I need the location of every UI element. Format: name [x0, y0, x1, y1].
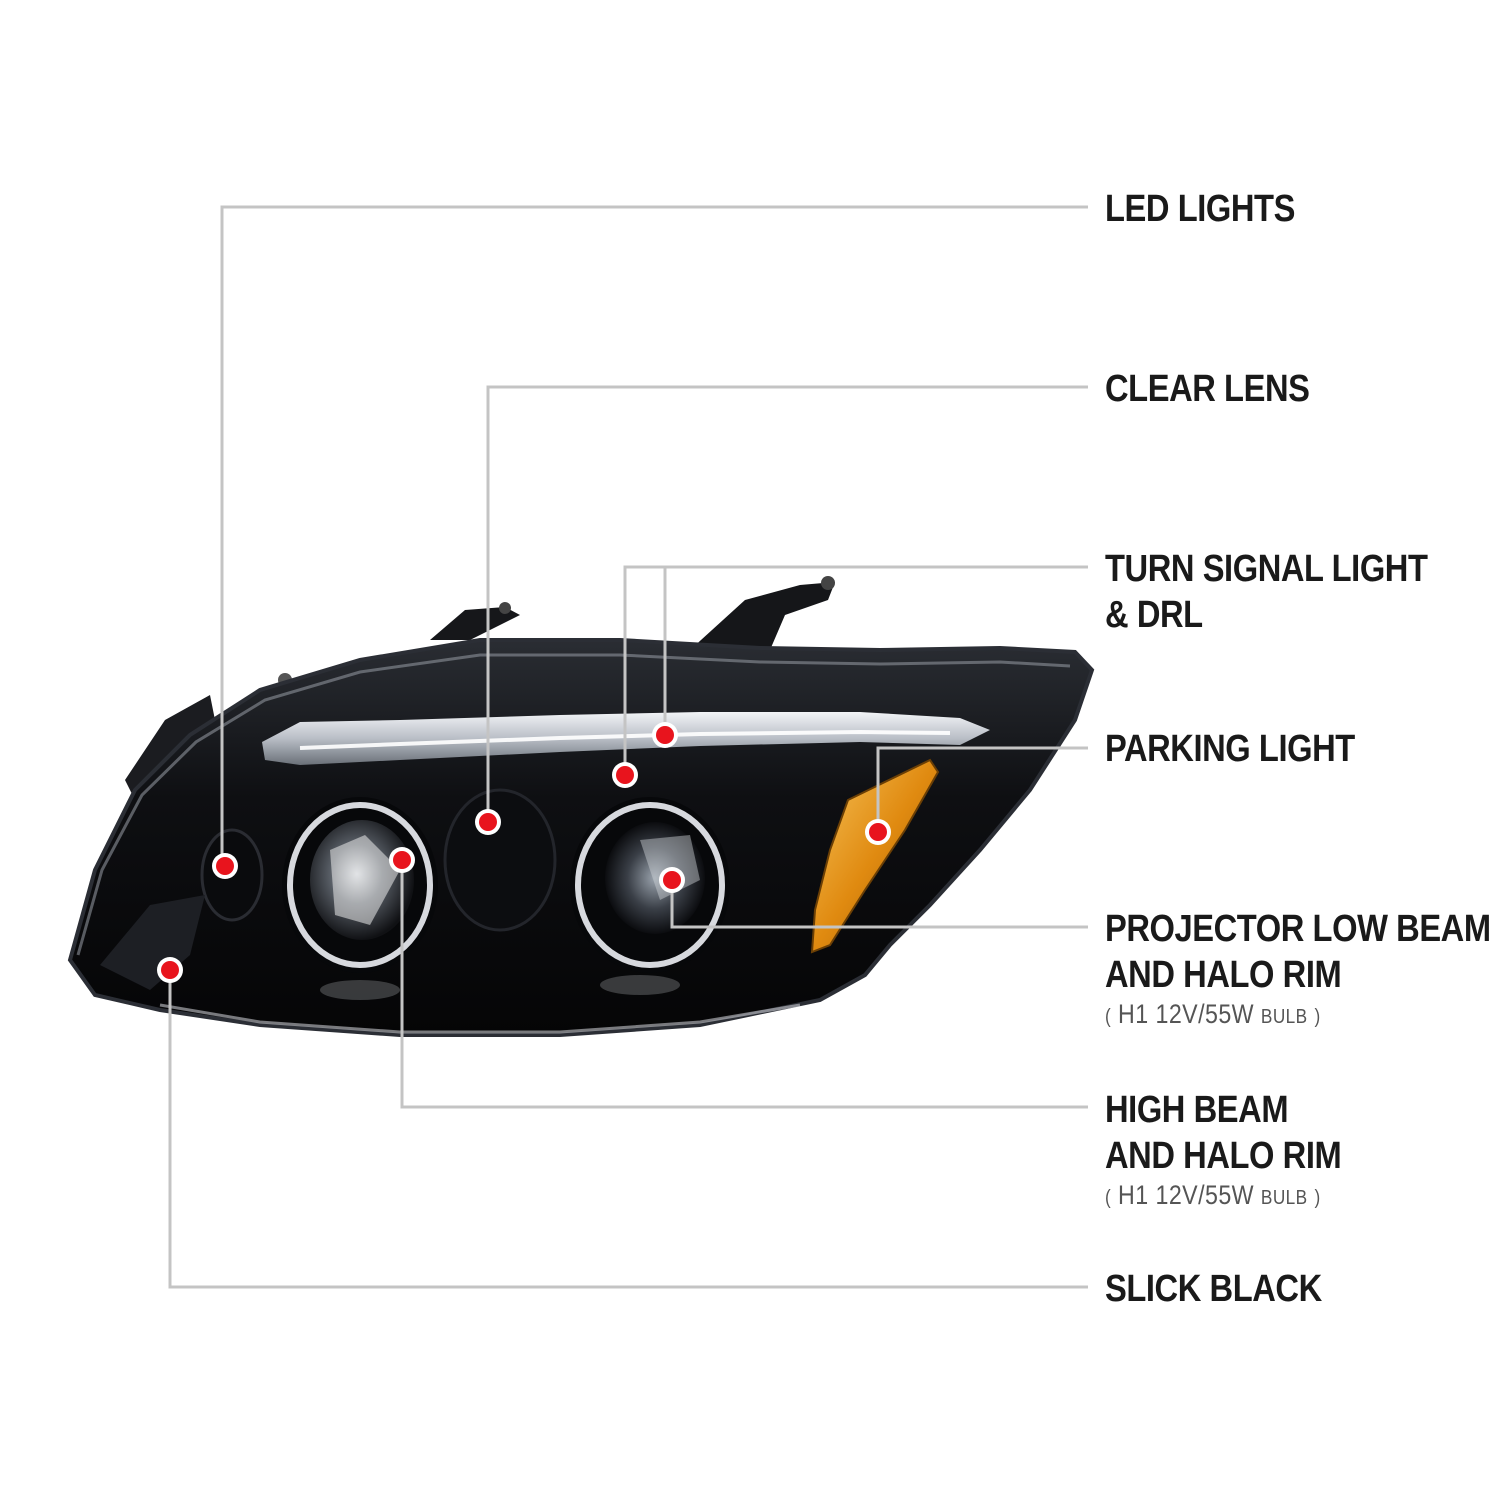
label-text: CLEAR LENS [1105, 368, 1310, 410]
slick-black-panel [100, 895, 205, 990]
drl-light-strip-inner [299, 729, 951, 750]
projector-low-beam [570, 797, 730, 973]
label-text: TURN SIGNAL LIGHT [1105, 548, 1428, 590]
inner-reflector [443, 788, 557, 932]
marker-led-lights [212, 853, 238, 879]
top-mount-bracket [690, 582, 835, 650]
bulb-spec: ( H1 12V/55W BULB ) [1105, 1180, 1321, 1210]
bottom-trim [159, 1003, 801, 1034]
label-clear-lens: CLEAR LENS [1105, 366, 1310, 412]
leader-high-beam [400, 860, 1088, 1109]
leader-parking-light [876, 746, 1088, 832]
rear-mount-bracket [430, 607, 520, 640]
label-projector-low-beam: PROJECTOR LOW BEAM AND HALO RIM ( H1 12V… [1105, 906, 1491, 1033]
label-turn-signal: TURN SIGNAL LIGHT & DRL [1105, 546, 1428, 638]
marker-parking-light [865, 819, 891, 845]
callout-markers [157, 722, 891, 983]
marker-clear-lens [475, 809, 501, 835]
marker-high-beam [389, 847, 415, 873]
leader-turn-signal-a [623, 565, 1088, 775]
label-text: PROJECTOR LOW BEAM [1105, 908, 1491, 950]
leader-clear-lens [486, 385, 1088, 822]
leader-low-beam [670, 880, 1088, 929]
bulb-spec: ( H1 12V/55W BULB ) [1105, 999, 1321, 1029]
label-text: & DRL [1105, 594, 1203, 636]
label-parking-light: PARKING LIGHT [1105, 726, 1355, 772]
halo-rim [287, 802, 433, 968]
mount-hole [499, 602, 511, 614]
marker-low-beam [659, 867, 685, 893]
label-text: PARKING LIGHT [1105, 728, 1355, 770]
label-high-beam: HIGH BEAM AND HALO RIM ( H1 12V/55W BULB… [1105, 1087, 1342, 1214]
marker-turn-signal-a [612, 762, 638, 788]
label-text: HIGH BEAM [1105, 1089, 1289, 1131]
label-slick-black: SLICK BLACK [1105, 1266, 1322, 1312]
label-text: SLICK BLACK [1105, 1268, 1322, 1310]
label-led-lights: LED LIGHTS [1105, 186, 1295, 232]
label-text: AND HALO RIM [1105, 954, 1342, 996]
marker-turn-signal-b [652, 722, 678, 748]
label-text: LED LIGHTS [1105, 188, 1295, 230]
marker-slick-black [157, 957, 183, 983]
halo-rim [575, 802, 725, 968]
leader-slick-black [168, 970, 1088, 1289]
headlight-assembly [67, 576, 1095, 1037]
high-beam-projector [282, 797, 438, 973]
clear-lens-rim [76, 653, 1071, 956]
label-text: AND HALO RIM [1105, 1135, 1342, 1177]
mount-hole [821, 576, 835, 590]
amber-parking-reflector [810, 758, 940, 954]
